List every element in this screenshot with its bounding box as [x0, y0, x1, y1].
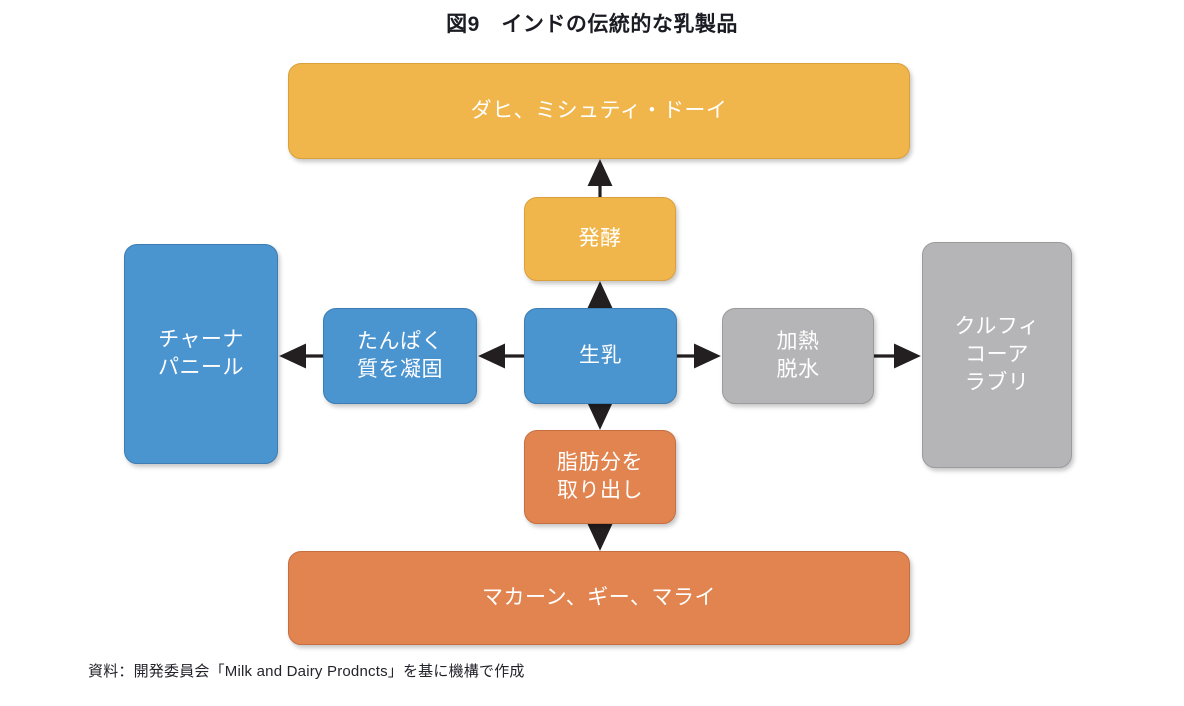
node-makhan-ghee-malai: マカーン、ギー、マライ — [288, 551, 910, 645]
node-fat-extraction: 脂肪分を 取り出し — [524, 430, 676, 524]
node-heating-dehydration: 加熱 脱水 — [722, 308, 874, 404]
node-dahi-mishti-doi: ダヒ、ミシュティ・ドーイ — [288, 63, 910, 159]
node-kulfi-khoa-rabri: クルフィ コーア ラブリ — [922, 242, 1072, 468]
node-fermentation: 発酵 — [524, 197, 676, 281]
node-raw-milk: 生乳 — [524, 308, 677, 404]
source-note: 資料：開発委員会「Milk and Dairy Prodncts」を基に機構で作… — [88, 663, 525, 680]
node-protein-coagulation: たんぱく 質を凝固 — [323, 308, 477, 404]
node-chana-paneer: チャーナ パニール — [124, 244, 278, 464]
figure-title: 図9 インドの伝統的な乳製品 — [446, 13, 738, 36]
